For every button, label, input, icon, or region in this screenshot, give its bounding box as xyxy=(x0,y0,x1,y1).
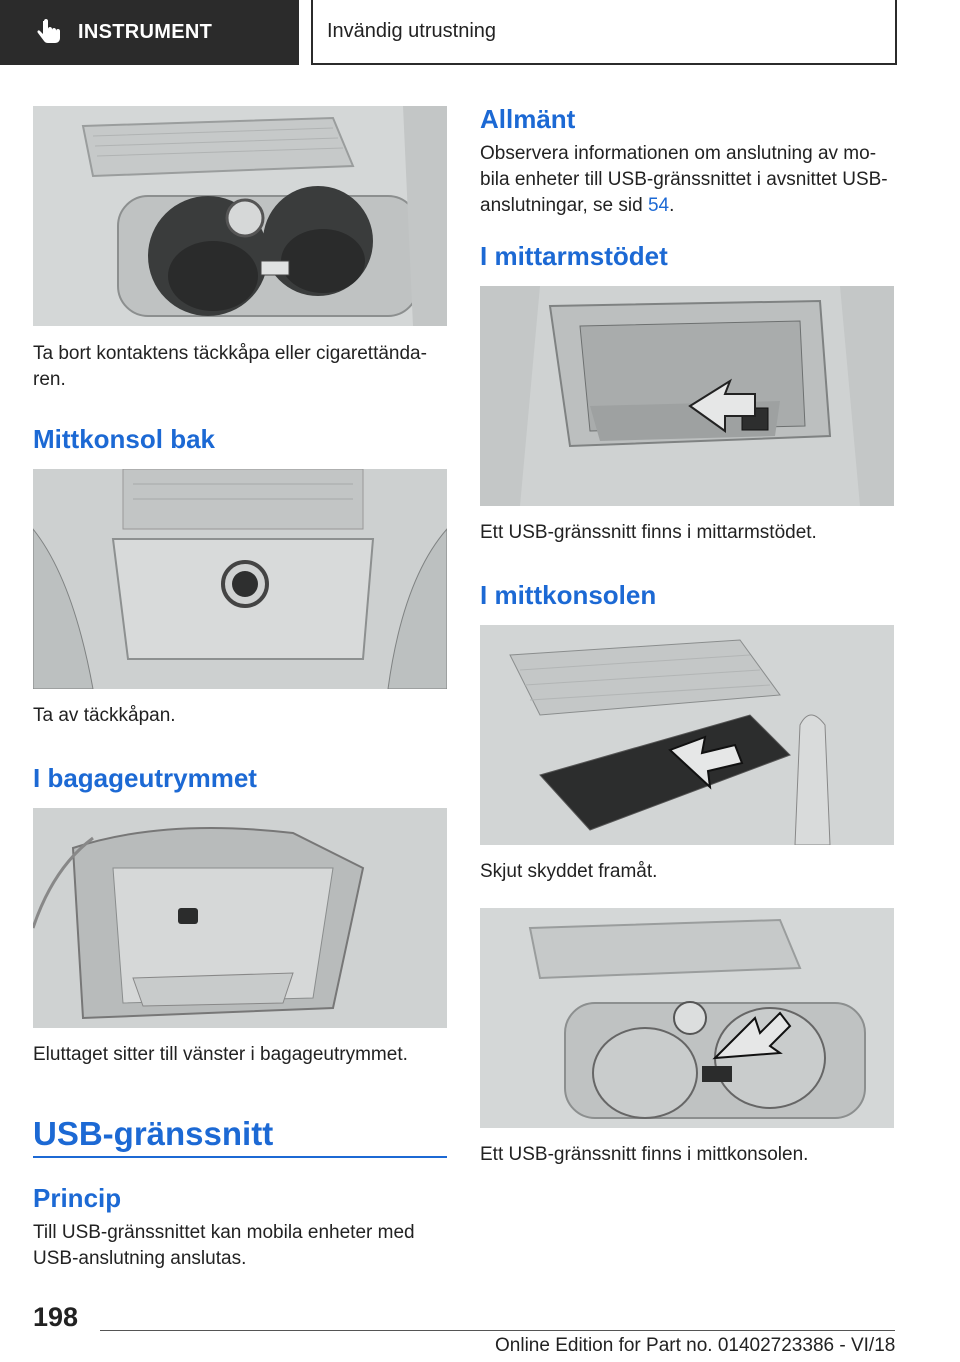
caption-console-usb: Ett USB-gränssnitt finns i mittkonsolen. xyxy=(480,1144,809,1165)
caption-line: ren. xyxy=(33,369,66,390)
heading-rear-console: Mittkonsol bak xyxy=(33,424,216,454)
heading-principle: Princip xyxy=(33,1183,122,1213)
caption-trunk: Eluttaget sitter till vänster i bagageut… xyxy=(33,1044,408,1065)
general-line: bila enheter till USB-gränssnittet i avs… xyxy=(480,169,888,190)
figure-rear-console xyxy=(33,469,447,689)
caption-rear-console: Ta av täckkåpan. xyxy=(33,705,176,726)
hand-pointer-icon xyxy=(37,18,60,43)
heading-general: Allmänt xyxy=(480,104,576,134)
figure-trunk xyxy=(33,808,447,1028)
section-rule xyxy=(33,1156,447,1158)
general-line: Observera informationen om anslutning av… xyxy=(480,143,877,164)
figure-console-slide xyxy=(480,625,894,845)
page-number: 198 xyxy=(33,1302,79,1332)
figure-console-usb xyxy=(480,908,894,1128)
chapter-title: Invändig utrustning xyxy=(327,20,497,42)
section-label: INSTRUMENT xyxy=(78,21,213,43)
principle-line: USB-anslutning anslutas. xyxy=(33,1248,247,1269)
section-title-usb: USB-gränssnitt xyxy=(33,1115,274,1152)
figure-armrest xyxy=(480,286,894,506)
principle-text: Till USB-gränssnittet kan mobila enheter… xyxy=(33,1220,447,1272)
general-line-end: . xyxy=(669,195,675,216)
general-line: anslutningar, se sid 54. xyxy=(480,193,894,219)
heading-trunk: I bagageutrymmet xyxy=(33,763,257,793)
general-line-text: anslutningar, se sid xyxy=(480,195,648,216)
section-tab: INSTRUMENT xyxy=(0,0,299,65)
edition-text: Online Edition for Part no. 01402723386 … xyxy=(495,1335,896,1356)
caption-armrest: Ett USB-gränssnitt finns i mittarmstödet… xyxy=(480,522,817,543)
heading-armrest: I mittarmstödet xyxy=(480,241,668,271)
footer-rule xyxy=(100,1330,895,1331)
heading-console: I mittkonsolen xyxy=(480,580,657,610)
caption-line: Ta bort kontaktens täckkåpa eller cigare… xyxy=(33,343,427,364)
caption-slide: Skjut skyddet framåt. xyxy=(480,861,658,882)
figure-cupholder xyxy=(33,106,447,326)
general-text: Observera informationen om anslutning av… xyxy=(480,141,894,219)
chapter-header: Invändig utrustning xyxy=(311,0,897,65)
caption-cupholder: Ta bort kontaktens täckkåpa eller cigare… xyxy=(33,341,447,393)
page-reference-link[interactable]: 54 xyxy=(647,195,670,216)
principle-line: Till USB-gränssnittet kan mobila enheter… xyxy=(33,1222,415,1243)
